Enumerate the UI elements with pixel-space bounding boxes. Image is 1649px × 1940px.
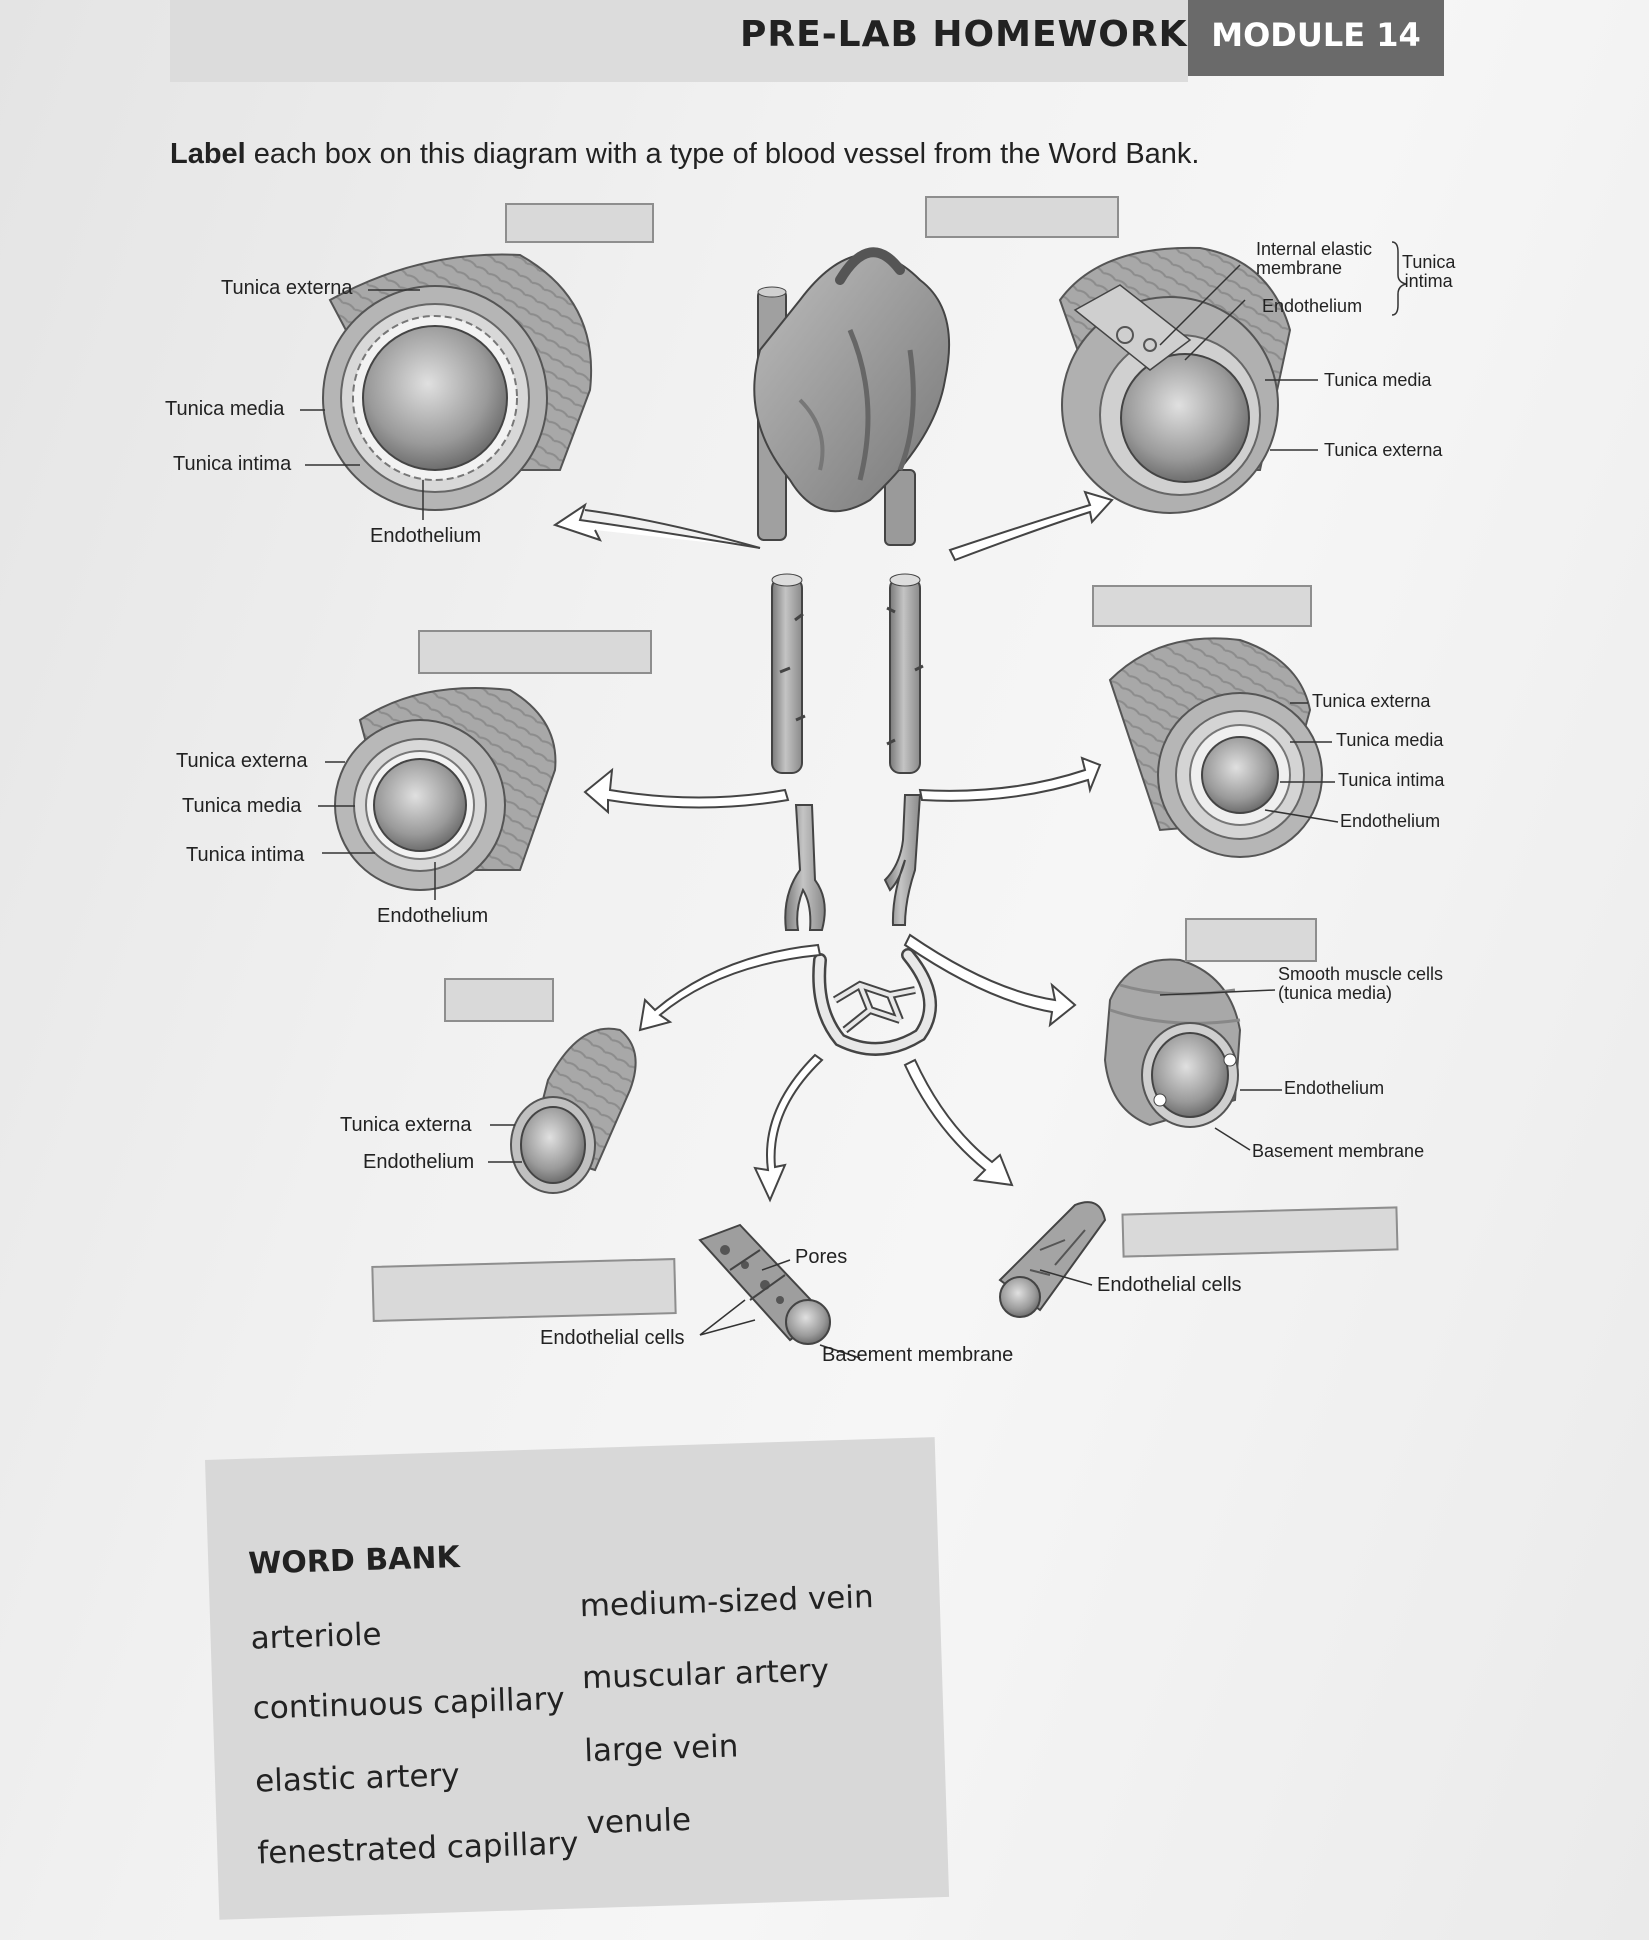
answer-box-arteriole[interactable] [444,978,554,1022]
heart-drawing [753,247,951,546]
module-badge: MODULE 14 [1188,0,1444,76]
answer-box-muscular-artery[interactable] [418,630,652,674]
label-tunica-intima: Tunica intima [186,844,305,866]
fenestrated-capillary-drawing [698,1223,861,1359]
label-tunica-intima: Tunica intima [173,453,292,475]
label-tunica-externa: Tunica externa [1324,440,1443,460]
venule-drawing [1103,958,1282,1151]
arrow-to-fenestrated-capillary [753,1053,824,1203]
arrow-to-elastic-artery [552,502,761,549]
word-bank-item: venule [586,1801,692,1842]
arteriole-branch [784,804,826,931]
answer-box-medium-vein[interactable] [1092,585,1312,627]
label-tunica-externa: Tunica externa [176,750,308,772]
arrow-to-venule [903,933,1077,1028]
label-pores: Pores [795,1246,848,1268]
word-bank-item: large vein [583,1728,739,1770]
label-basement-membrane: Basement membrane [822,1344,1014,1366]
muscular-artery-drawing [318,687,557,900]
header-band [170,0,1188,82]
label-basement-membrane: Basement membrane [1252,1141,1425,1161]
arrow-to-medium-vein [918,756,1102,802]
arrow-to-large-vein [948,490,1114,562]
word-bank-item: arteriole [250,1616,383,1657]
capillary-bed-drawing [812,948,938,1056]
page-title: PRE-LAB HOMEWORK [740,14,1188,55]
answer-box-fenestrated-capillary[interactable] [371,1258,677,1322]
word-bank-item: continuous capillary [252,1680,566,1727]
continuous-capillary-drawing [998,1201,1107,1318]
instruction-bold: Label [170,138,246,170]
label-tunica-media: Tunica media [182,795,302,817]
label-tunica-externa: Tunica externa [340,1114,472,1136]
venule-branch [883,794,922,926]
answer-box-continuous-capillary[interactable] [1121,1206,1399,1258]
label-endothelial-cells: Endothelial cells [1097,1274,1242,1296]
label-tunica-media: Tunica media [1324,370,1432,390]
word-bank-item: muscular artery [581,1652,830,1697]
elastic-artery-drawing [300,253,593,520]
label-tunica-media: Tunica media [1336,730,1444,750]
arrow-to-arteriole [638,943,822,1032]
word-bank: WORD BANK arteriole continuous capillary… [205,1437,950,1920]
label-endothelium: Endothelium [377,905,489,927]
answer-box-large-vein[interactable] [925,196,1119,238]
label-endothelium: Endothelium [1340,811,1441,831]
label-smooth-muscle-cells: Smooth muscle cells(tunica media) [1278,964,1444,1003]
medium-vein-drawing [1108,637,1339,858]
vein-branch [886,573,924,774]
label-tunica-externa: Tunica externa [1312,691,1431,711]
label-tunica-intima: Tunica intima [1338,770,1445,790]
label-endothelium: Endothelium [1284,1078,1385,1098]
arteriole-drawing [488,1027,637,1194]
label-endothelial-cells: Endothelial cells [540,1327,685,1349]
label-tunica-externa: Tunica externa [221,277,353,299]
word-bank-item: medium-sized vein [579,1579,875,1625]
arrow-to-continuous-capillary [903,1058,1014,1187]
answer-box-elastic-artery[interactable] [505,203,654,243]
instruction-text: each box on this diagram with a type of … [245,138,1200,170]
instruction: Label each box on this diagram with a ty… [170,138,1200,171]
arrow-to-muscular-artery [583,767,790,815]
label-tunica-media: Tunica media [165,398,285,420]
blood-vessel-diagram [300,241,1407,1359]
large-vein-drawing [1058,241,1407,514]
answer-box-venule[interactable] [1185,918,1317,962]
word-bank-item: elastic artery [254,1757,461,1800]
label-endothelium: Endothelium [1262,296,1363,316]
label-endothelium: Endothelium [370,525,482,547]
label-endothelium: Endothelium [363,1151,475,1173]
artery-branch [771,573,806,774]
word-bank-item: fenestrated capillary [256,1825,579,1872]
word-bank-title: WORD BANK [247,1540,461,1582]
